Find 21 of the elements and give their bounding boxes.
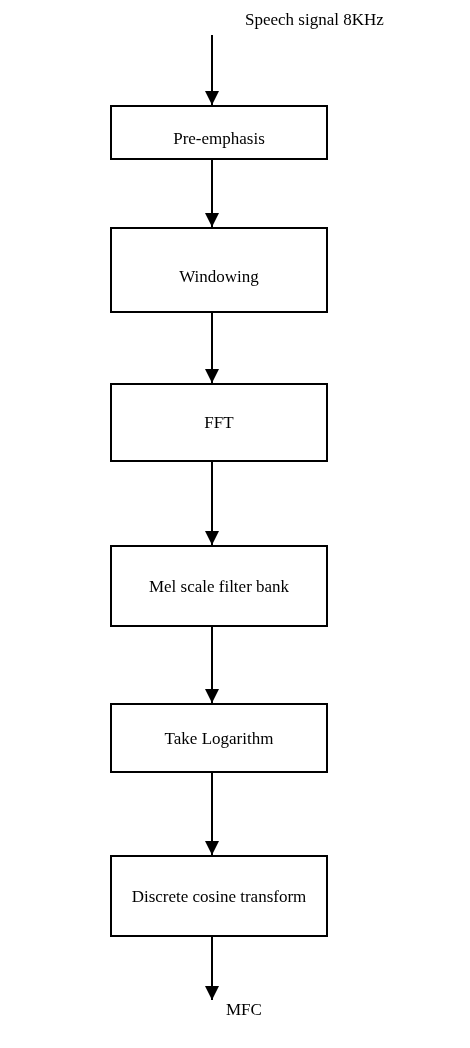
process-label: Windowing bbox=[179, 267, 259, 287]
process-box bbox=[110, 855, 328, 937]
process-label: FFT bbox=[204, 413, 234, 433]
arrow bbox=[205, 626, 219, 704]
arrow bbox=[205, 312, 219, 384]
process-box bbox=[110, 105, 328, 160]
signal-label: Speech signal 8KHz bbox=[245, 10, 384, 30]
process-box bbox=[110, 383, 328, 462]
arrow bbox=[205, 461, 219, 546]
process-box bbox=[110, 545, 328, 627]
arrow bbox=[205, 936, 219, 1001]
process-box bbox=[110, 227, 328, 313]
process-label: Take Logarithm bbox=[164, 729, 274, 749]
arrow bbox=[205, 772, 219, 856]
arrow bbox=[205, 159, 219, 228]
process-label: Discrete cosine transform bbox=[131, 887, 307, 907]
process-label: Pre-emphasis bbox=[173, 129, 265, 149]
process-label: Mel scale filter bank bbox=[148, 577, 290, 597]
output-label: MFC bbox=[206, 1000, 262, 1020]
process-box bbox=[110, 703, 328, 773]
arrow bbox=[205, 34, 219, 106]
